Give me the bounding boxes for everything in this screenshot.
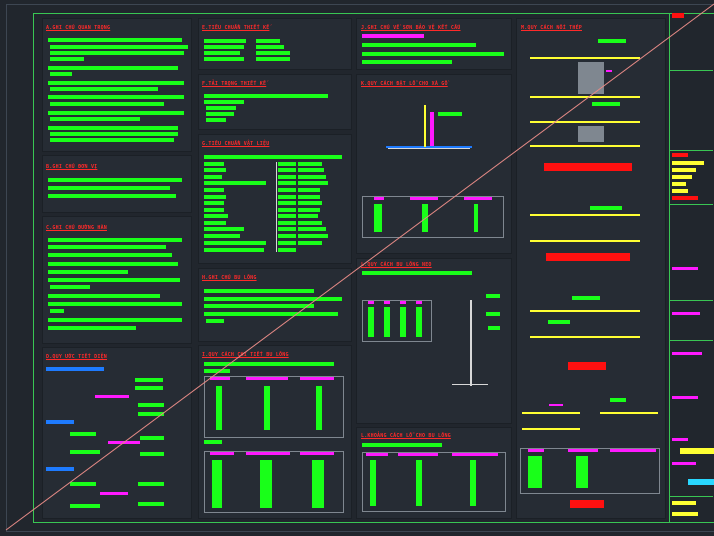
panel-k bbox=[356, 74, 512, 254]
section-title-d: D.QUY ƯỚC TIẾT DIỆN bbox=[46, 354, 107, 360]
panel-b bbox=[42, 155, 192, 213]
panel-e bbox=[198, 18, 352, 70]
drawing-frame bbox=[33, 13, 714, 523]
section-title-c: C.GHI CHÚ ĐƯỜNG HÀN bbox=[46, 225, 107, 231]
section-title-i: I.QUY CÁCH CHI TIẾT BU LÔNG bbox=[202, 352, 289, 358]
section-title-h: H.GHI CHÚ BU LÔNG bbox=[202, 275, 257, 281]
section-title-m: L.KHOẢNG CÁCH LỖ CHO BU LÔNG bbox=[361, 433, 451, 439]
section-title-n: M.QUY CÁCH NỐI THÉP bbox=[521, 25, 582, 31]
section-title-a: A.GHI CHÚ QUAN TRỌNG bbox=[46, 25, 111, 31]
outer-border bbox=[6, 4, 714, 532]
panel-m bbox=[356, 427, 512, 519]
panel-d bbox=[42, 347, 192, 519]
panel-n bbox=[516, 18, 666, 519]
section-title-k: K.QUY CÁCH ĐẶT LỖ CHO XÀ GỒ bbox=[361, 81, 448, 87]
section-title-e: E.TIÊU CHUẨN THIẾT KẾ bbox=[202, 25, 270, 31]
section-title-j: J.GHI CHÚ VỀ SƠN BẢO VỆ KẾT CẤU bbox=[361, 25, 461, 31]
title-block bbox=[669, 13, 714, 523]
section-title-l: L.QUY CÁCH BU LÔNG NEO bbox=[361, 262, 432, 268]
section-title-f: F.TẢI TRỌNG THIẾT KẾ bbox=[202, 81, 267, 87]
section-title-b: B.GHI CHÚ ĐƠN VỊ bbox=[46, 164, 98, 170]
panel-i bbox=[198, 345, 352, 519]
section-title-g: G.TIÊU CHUẨN VẬT LIỆU bbox=[202, 141, 270, 147]
